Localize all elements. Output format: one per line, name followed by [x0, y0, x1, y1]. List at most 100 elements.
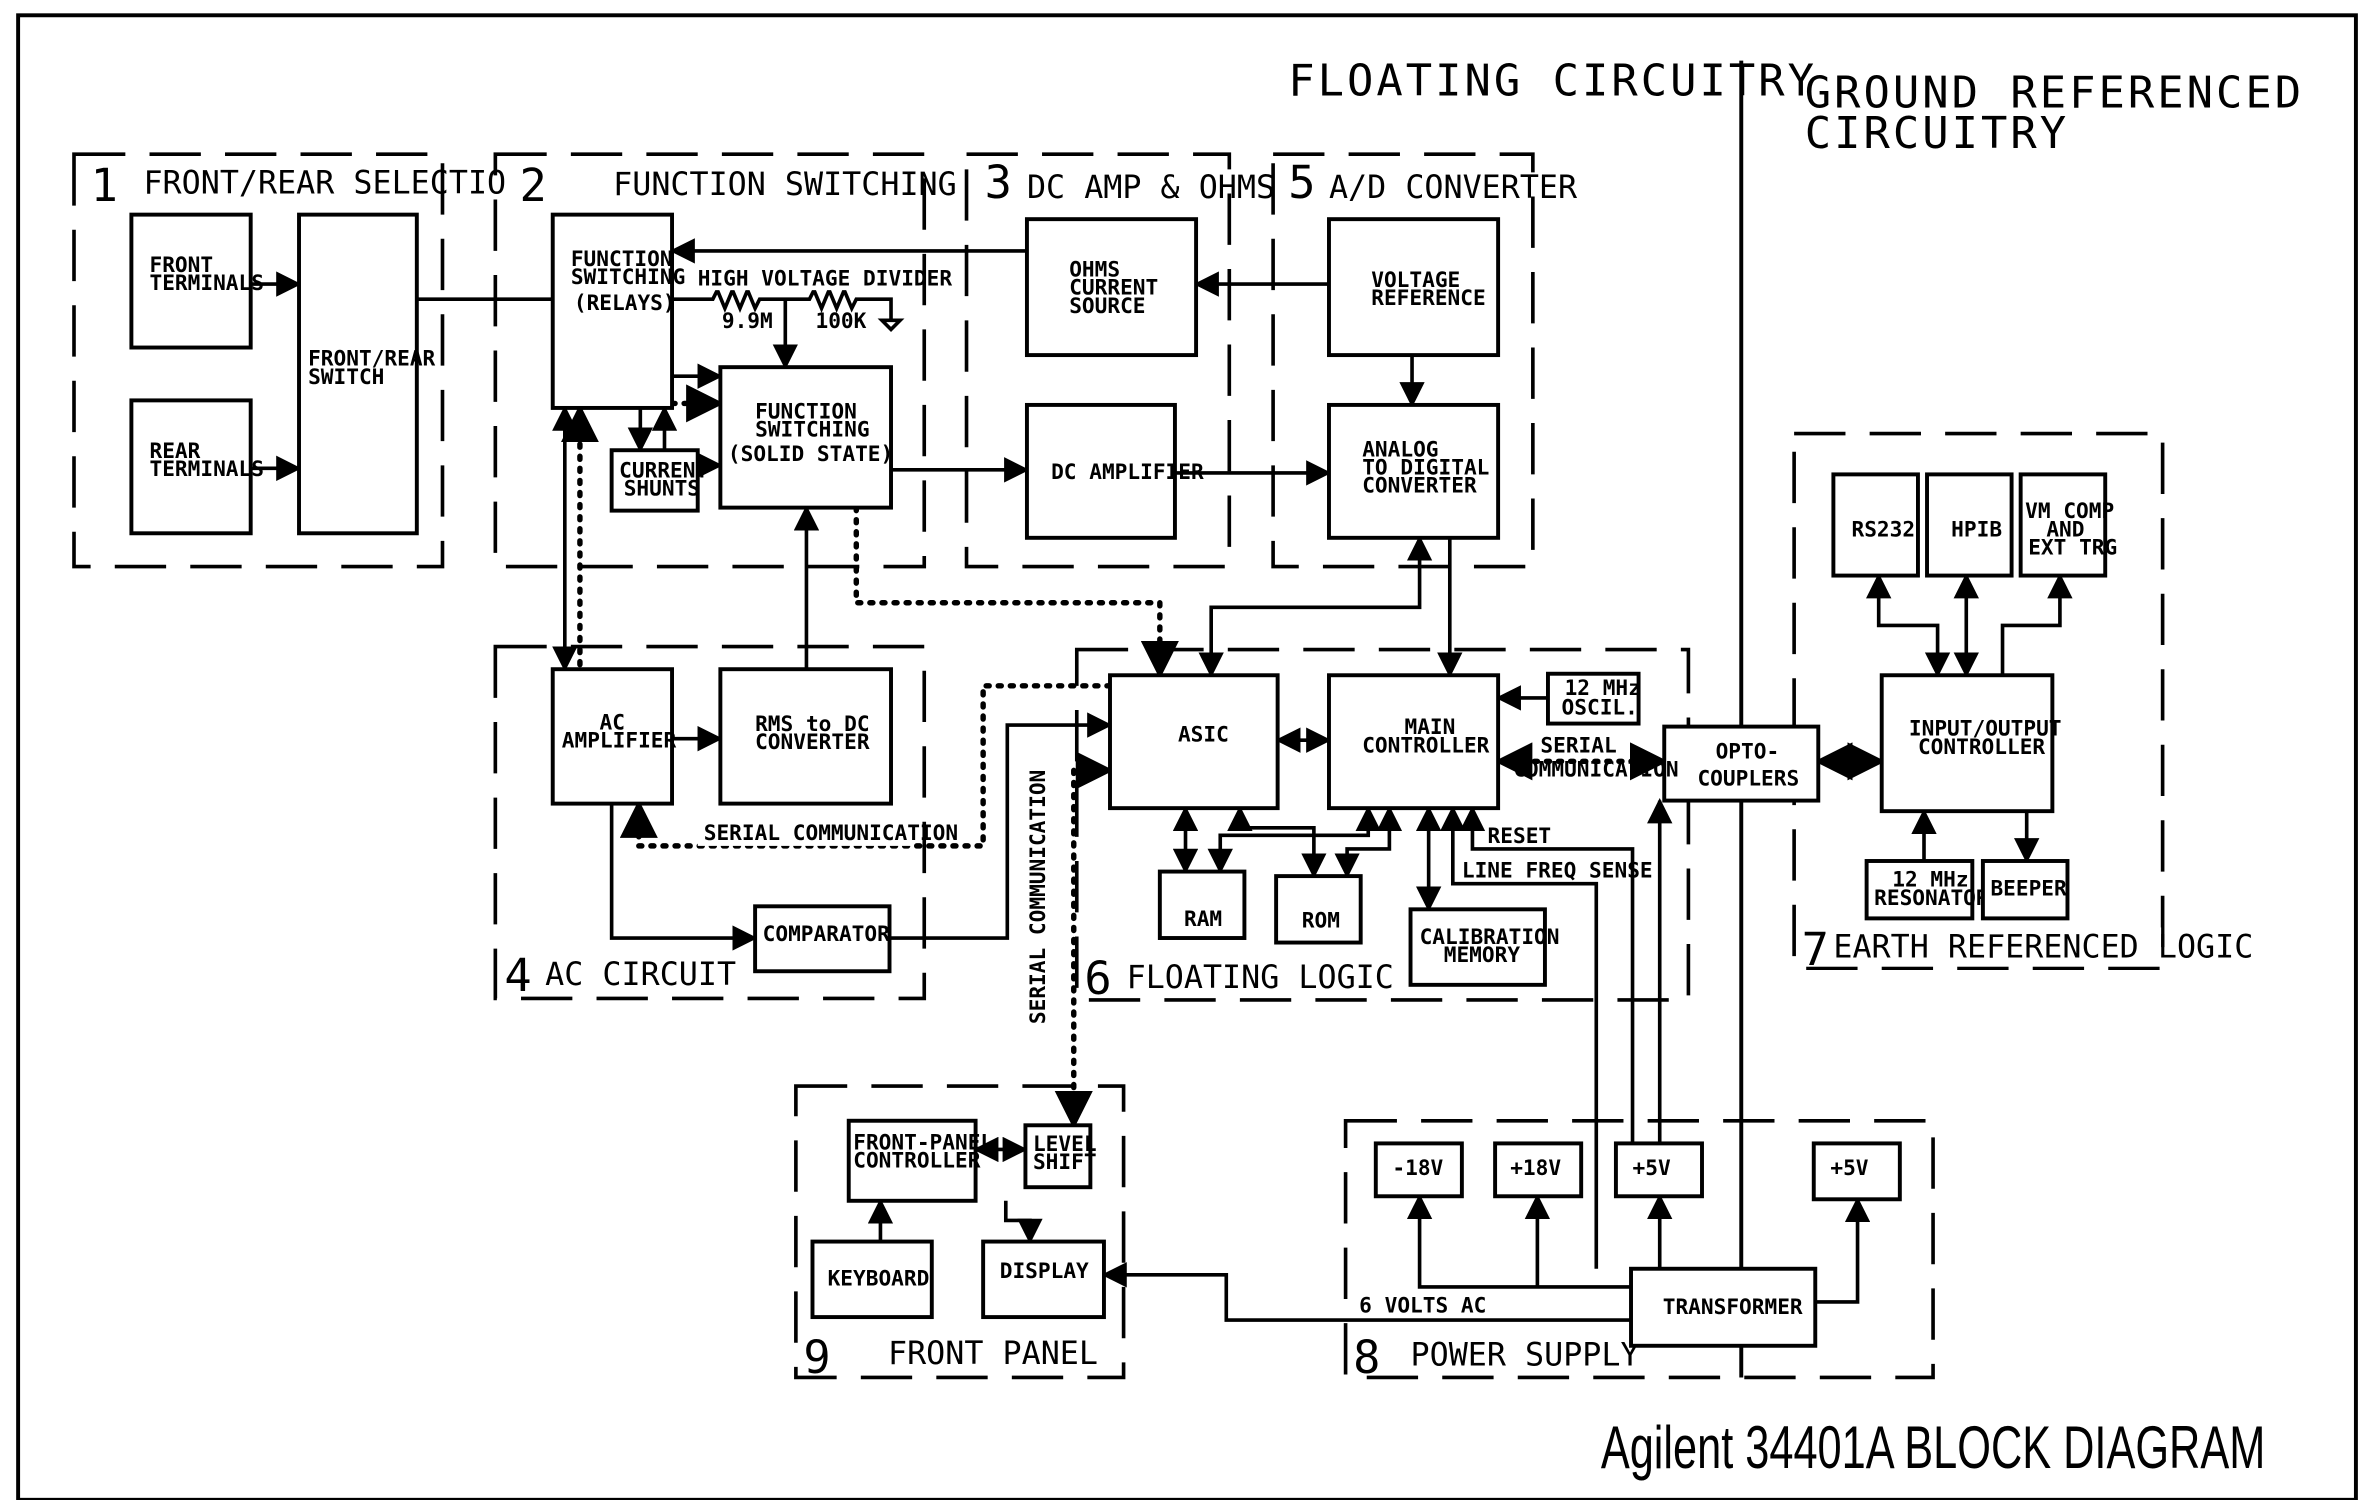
svg-text:OSCIL.: OSCIL. — [1562, 695, 1638, 720]
svg-text:FUNCTION: FUNCTION — [755, 399, 857, 424]
front-terminals-block: FRONT TERMINALS — [129, 212, 264, 350]
svg-text:SWITCH: SWITCH — [308, 364, 384, 389]
svg-text:SOURCE: SOURCE — [1069, 293, 1145, 318]
section-labels: 1 FRONT/REAR SELECTION 2 FUNCTION SWITCH… — [81, 156, 2253, 1384]
svg-text:12 MHz: 12 MHz — [1565, 675, 1641, 700]
svg-text:TO DIGITAL: TO DIGITAL — [1362, 454, 1489, 479]
section-7-title: EARTH REFERENCED LOGIC — [1833, 930, 2253, 966]
function-switching-relays-block: FUNCTION SWITCHING (RELAYS) — [550, 212, 685, 410]
svg-text:COMPARATOR: COMPARATOR — [763, 921, 890, 946]
svg-text:SWITCHING: SWITCHING — [755, 417, 869, 442]
svg-text:RESONATOR: RESONATOR — [1874, 885, 1989, 910]
svg-text:VOLTAGE: VOLTAGE — [1371, 267, 1460, 292]
svg-text:KEYBOARD: KEYBOARD — [828, 1265, 930, 1290]
analog-to-digital-converter-block: ANALOG TO DIGITAL CONVERTER — [1327, 402, 1501, 540]
svg-text:TERMINALS: TERMINALS — [150, 270, 264, 295]
svg-text:HPIB: HPIB — [1951, 516, 2002, 541]
svg-text:MEMORY: MEMORY — [1444, 942, 1521, 967]
blocks: FRONT TERMINALS REAR TERMINALS FRONT/REA… — [129, 212, 2117, 1348]
svg-text:LEVEL: LEVEL — [1033, 1131, 1097, 1156]
minus-18v-block: -18V — [1373, 1141, 1464, 1199]
resistor-100k-label: 100K — [816, 308, 867, 333]
floating-circuitry-heading: FLOATING CIRCUITRY — [1288, 55, 1817, 106]
hv-divider-label: HIGH VOLTAGE DIVIDER — [698, 266, 953, 291]
svg-text:INPUT/OUTPUT: INPUT/OUTPUT — [1909, 716, 2062, 741]
six-volts-ac-label: 6 VOLTS AC — [1359, 1293, 1486, 1318]
svg-text:ROM: ROM — [1302, 907, 1340, 932]
svg-text:CURRENT: CURRENT — [619, 457, 708, 482]
serial-comm-opto-line1: SERIAL — [1540, 732, 1616, 757]
svg-text:COUPLERS: COUPLERS — [1697, 765, 1799, 790]
section-2-title: FUNCTION SWITCHING — [613, 167, 957, 203]
oscillator-12mhz-block: 12 MHz OSCIL. — [1545, 671, 1641, 726]
group-dc-amp-ohms — [964, 152, 1232, 569]
section-6-title: FLOATING LOGIC — [1127, 960, 1394, 996]
section-9-number: 9 — [803, 1331, 830, 1384]
vm-comp-ext-trg-block: VM COMP AND EXT TRG — [2018, 472, 2117, 578]
rear-terminals-block: REAR TERMINALS — [129, 398, 264, 536]
group-front-rear-selection — [72, 152, 445, 569]
main-controller-block: MAIN CONTROLLER — [1327, 673, 1501, 811]
rs232-block: RS232 — [1831, 472, 1920, 578]
svg-text:RAM: RAM — [1184, 906, 1222, 931]
svg-text:DISPLAY: DISPLAY — [1000, 1258, 1089, 1283]
resistor-9-9m-label: 9.9M — [722, 308, 773, 333]
svg-text:AC: AC — [600, 710, 625, 735]
group-power-supply — [1343, 1118, 1935, 1380]
diagram-title: Agilent 34401A BLOCK DIAGRAM — [1601, 1413, 2265, 1481]
svg-text:CALIBRATION: CALIBRATION — [1420, 924, 1560, 949]
svg-text:-18V: -18V — [1392, 1155, 1443, 1180]
svg-text:12 MHz: 12 MHz — [1892, 867, 1968, 892]
display-block: DISPLAY — [981, 1239, 1106, 1320]
hpib-block: HPIB — [1925, 472, 2014, 578]
serial-comm-ac-label: SERIAL COMMUNICATION — [704, 820, 958, 845]
svg-text:ASIC: ASIC — [1178, 722, 1229, 747]
ram-block: RAM — [1157, 869, 1247, 940]
svg-text:(RELAYS): (RELAYS) — [574, 290, 676, 315]
section-7-number: 7 — [1802, 923, 1829, 976]
plus-5v-ground-block: +5V — [1811, 1141, 1902, 1202]
group-function-switching — [493, 152, 927, 569]
svg-text:REAR: REAR — [150, 438, 201, 463]
svg-text:+5V: +5V — [1633, 1155, 1671, 1180]
svg-text:BEEPER: BEEPER — [1990, 876, 2067, 901]
svg-text:VM COMP: VM COMP — [2025, 498, 2114, 523]
svg-text:REFERENCE: REFERENCE — [1371, 285, 1485, 310]
group-ac-circuit — [493, 644, 927, 1001]
svg-text:CURRENT: CURRENT — [1069, 275, 1158, 300]
svg-text:MAIN: MAIN — [1404, 714, 1455, 739]
section-3-title: DC AMP & OHMS — [1027, 170, 1275, 206]
section-5-title: A/D CONVERTER — [1329, 170, 1578, 206]
section-1-number: 1 — [91, 159, 118, 212]
current-shunts-block: CURRENT SHUNTS — [609, 448, 708, 513]
svg-text:(SOLID STATE): (SOLID STATE) — [728, 441, 893, 466]
svg-text:DC AMPLIFIER: DC AMPLIFIER — [1051, 459, 1204, 484]
svg-text:TERMINALS: TERMINALS — [150, 456, 264, 481]
section-9-title: FRONT PANEL — [888, 1336, 1098, 1372]
svg-text:OHMS: OHMS — [1069, 257, 1120, 282]
input-output-controller-block: INPUT/OUTPUT CONTROLLER — [1879, 673, 2062, 814]
rms-to-dc-converter-block: RMS to DC CONVERTER — [718, 667, 893, 806]
ground-referenced-heading-line2: CIRCUITRY — [1805, 108, 2069, 159]
svg-text:OPTO-: OPTO- — [1716, 738, 1780, 763]
asic-block: ASIC — [1108, 673, 1280, 811]
opto-couplers-block: OPTO- COUPLERS — [1662, 724, 1821, 803]
section-3-number: 3 — [985, 156, 1012, 209]
transformer-block: TRANSFORMER — [1629, 1266, 1818, 1348]
connections — [250, 238, 2073, 1322]
voltage-reference-block: VOLTAGE REFERENCE — [1327, 217, 1501, 358]
svg-text:CONTROLLER: CONTROLLER — [1362, 732, 1489, 757]
svg-text:+18V: +18V — [1510, 1155, 1561, 1180]
resonator-12mhz-block: 12 MHz RESONATOR — [1864, 859, 1989, 921]
dc-amplifier-block: DC AMPLIFIER — [1024, 402, 1204, 540]
line-freq-sense-label: LINE FREQ SENSE — [1462, 858, 1653, 883]
section-2-number: 2 — [520, 159, 547, 212]
svg-text:FUNCTION: FUNCTION — [571, 246, 673, 271]
ohms-current-source-block: OHMS CURRENT SOURCE — [1024, 217, 1199, 358]
rom-block: ROM — [1274, 874, 1363, 945]
section-1-title: FRONT/REAR SELECTION — [143, 165, 525, 201]
svg-text:FRONT: FRONT — [150, 252, 214, 277]
reset-label: RESET — [1488, 823, 1552, 848]
section-8-title: POWER SUPPLY — [1411, 1337, 1640, 1373]
